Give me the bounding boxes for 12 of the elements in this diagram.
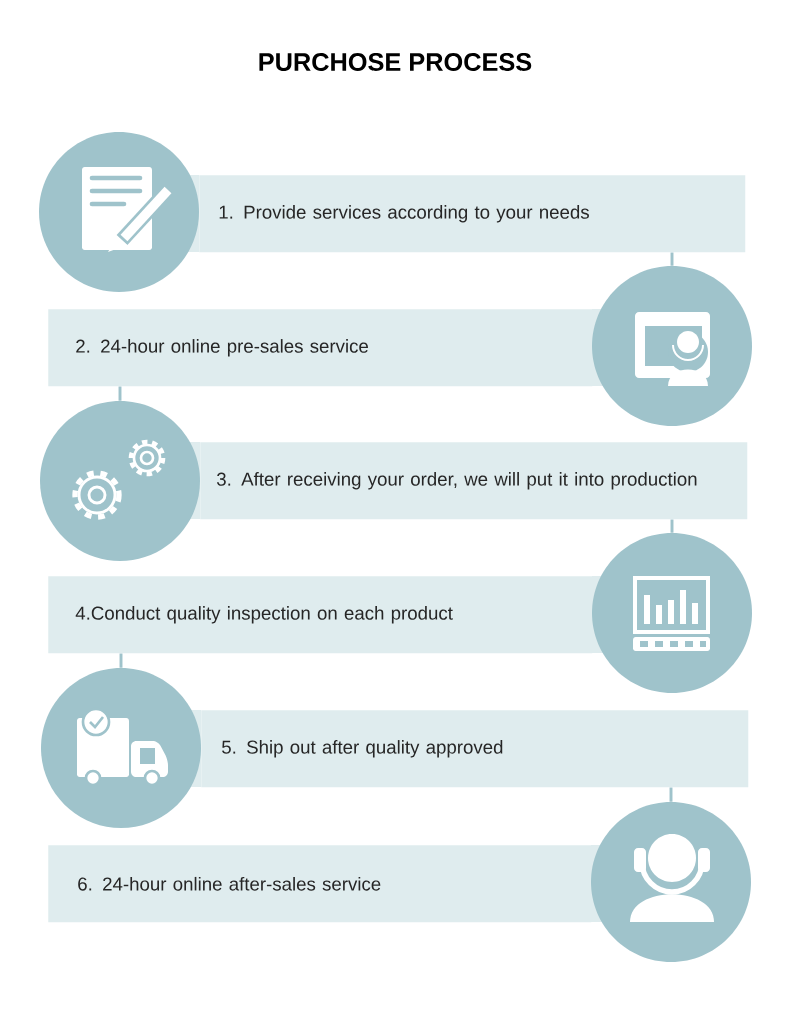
step-circle xyxy=(592,533,752,693)
step-circle xyxy=(41,668,201,828)
connector-line xyxy=(669,787,673,802)
title: PURCHOSE PROCESS xyxy=(259,53,532,71)
step-circle xyxy=(591,802,751,962)
step-circle xyxy=(592,266,752,426)
connector-line xyxy=(119,653,123,668)
connector-line xyxy=(670,252,674,266)
connector-line xyxy=(118,386,122,401)
connector-line xyxy=(670,519,674,533)
step-circle xyxy=(39,132,199,292)
step-circle xyxy=(40,401,200,561)
